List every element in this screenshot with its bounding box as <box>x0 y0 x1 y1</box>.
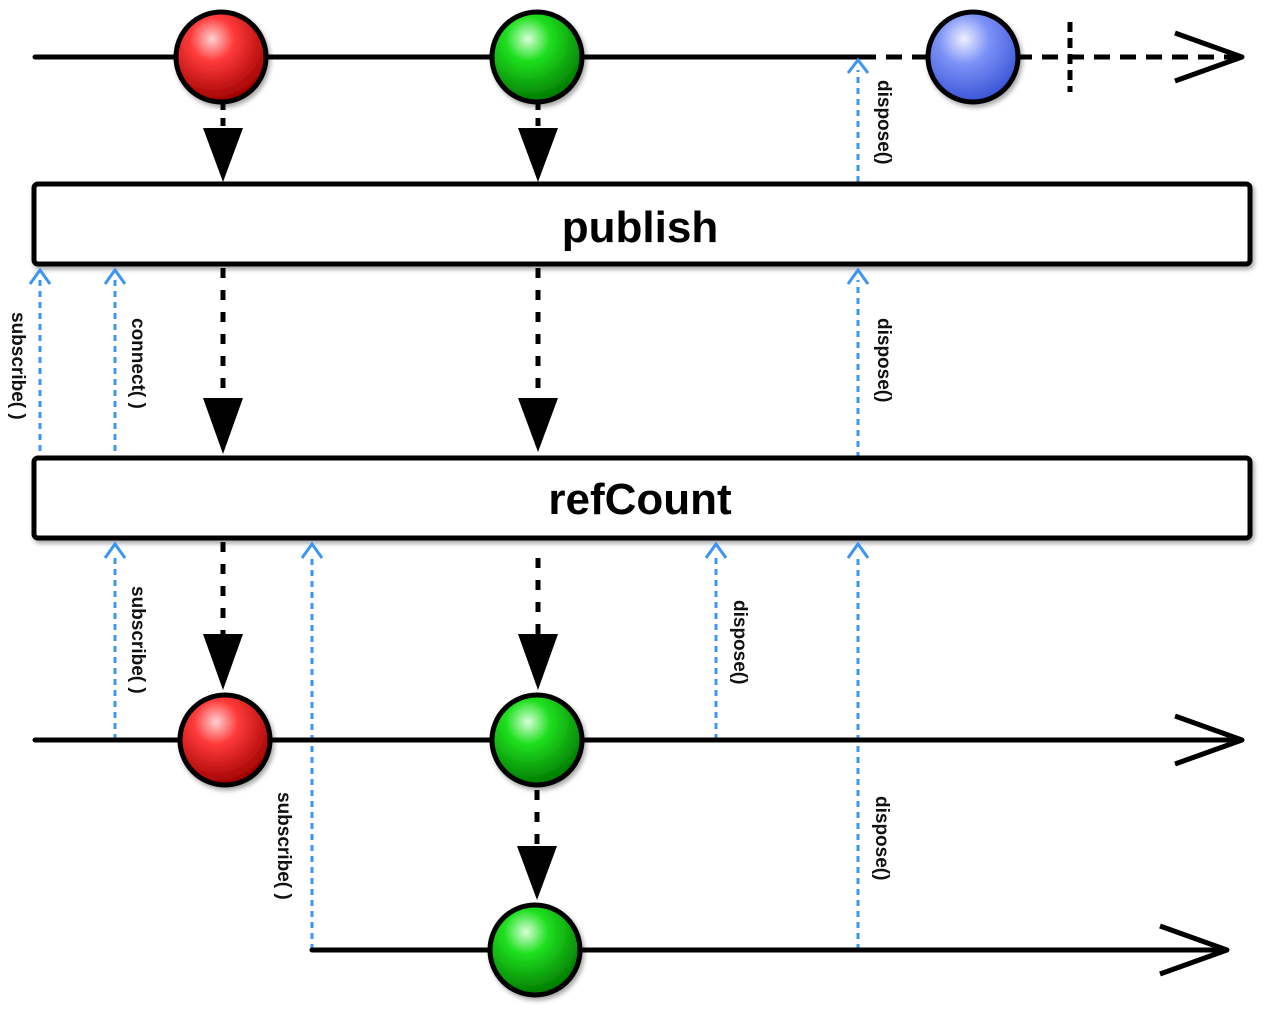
dispose-first-arrow <box>704 541 728 740</box>
refcount-operator-label: refCount <box>548 475 732 524</box>
connect-label: connect( ) <box>127 318 148 409</box>
subscribe-first-label: subscribe( ) <box>127 586 148 694</box>
dispose-source-arrow <box>846 57 870 182</box>
second-green-marble <box>487 902 583 998</box>
subscribe-first-arrow <box>103 541 127 740</box>
dispose-second-arrow <box>846 541 870 950</box>
dispose-publish-label: dispose() <box>873 318 894 402</box>
source-green-marble <box>489 9 585 105</box>
emission-arrows-to-first <box>203 542 558 690</box>
emission-arrows-to-refcount <box>203 268 558 454</box>
dispose-publish-arrow <box>846 267 870 458</box>
subscribe-second-label: subscribe( ) <box>273 792 294 900</box>
source-blue-marble <box>925 9 1021 105</box>
subscribe-publish-arrow <box>28 267 52 462</box>
dispose-source-label: dispose() <box>873 80 894 164</box>
emission-arrow-to-second <box>517 790 557 900</box>
subscribe-source-label: subscribe( ) <box>7 312 28 420</box>
emission-arrows-to-publish <box>203 102 558 182</box>
refcount-operator-box <box>31 455 1253 541</box>
source-red-marble <box>173 9 269 105</box>
second-subscriber-timeline <box>309 923 1230 977</box>
dispose-second-label: dispose() <box>871 796 892 880</box>
source-timeline <box>32 22 1245 92</box>
first-green-marble <box>489 692 585 788</box>
publish-operator-label: publish <box>562 203 718 252</box>
subscribe-second-arrow <box>300 541 324 950</box>
first-red-marble <box>177 692 273 788</box>
publish-operator-box <box>31 181 1253 267</box>
connect-arrow <box>103 267 127 462</box>
dispose-first-label: dispose() <box>729 600 750 684</box>
